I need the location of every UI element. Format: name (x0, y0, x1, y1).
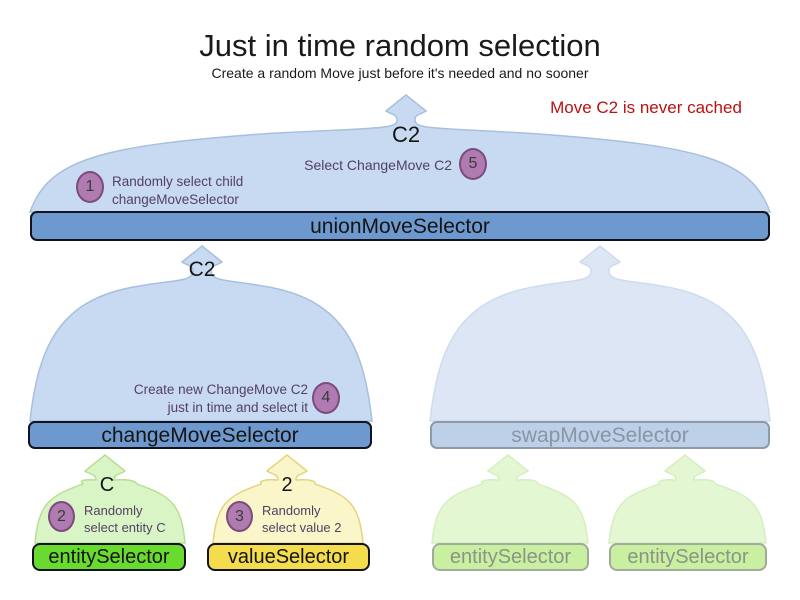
result-label-2: 2 (281, 474, 293, 496)
result-label-c: C (99, 474, 115, 496)
step-2-text: Randomly select entity C (84, 502, 194, 536)
step-1-text: Randomly select child changeMoveSelector (112, 173, 332, 209)
page-subtitle: Create a random Move just before it's ne… (211, 65, 589, 81)
cache-note: Move C2 is never cached (550, 98, 742, 117)
step-1-badge: 1 (76, 171, 104, 203)
page-title: Just in time random selection (199, 28, 601, 63)
result-label-c2-top: C2 (391, 122, 421, 147)
step-5-badge: 5 (459, 148, 487, 180)
step-1-line1: Randomly select child (112, 174, 244, 189)
step-3-badge: 3 (226, 501, 253, 532)
step-4-line2: just in time and select it (167, 399, 308, 415)
result-label-c2-mid: C2 (188, 258, 216, 281)
union-move-selector-bar: unionMoveSelector (30, 211, 770, 241)
entity-selector-faded-funnel-2 (608, 454, 767, 544)
step-2-line1: Randomly (84, 503, 143, 518)
union-move-selector-funnel (28, 94, 772, 213)
entity-selector-faded-funnel-1 (431, 454, 589, 544)
step-2-line2: select entity C (84, 520, 166, 535)
entity-selector-faded-bar-2: entitySelector (609, 543, 767, 571)
step-1-line2: changeMoveSelector (112, 192, 239, 207)
step-4-line1: Create new ChangeMove C2 (133, 382, 308, 397)
step-3-line1: Randomly (262, 503, 321, 518)
step-3-line2: select value 2 (262, 520, 342, 535)
swap-move-selector-bar: swapMoveSelector (430, 421, 770, 449)
entity-selector-bar: entitySelector (32, 543, 186, 571)
step-4-badge: 4 (312, 382, 340, 414)
step-5-text: Select ChangeMove C2 (304, 157, 452, 173)
change-move-selector-bar: changeMoveSelector (28, 421, 372, 449)
step-4-text: Create new ChangeMove C2 just in time an… (110, 381, 308, 416)
value-selector-bar: valueSelector (207, 543, 370, 571)
entity-selector-faded-bar-1: entitySelector (432, 543, 589, 571)
step-3-text: Randomly select value 2 (262, 502, 372, 536)
change-move-selector-funnel (29, 245, 373, 422)
step-2-badge: 2 (48, 501, 75, 532)
swap-move-selector-funnel (429, 245, 771, 422)
